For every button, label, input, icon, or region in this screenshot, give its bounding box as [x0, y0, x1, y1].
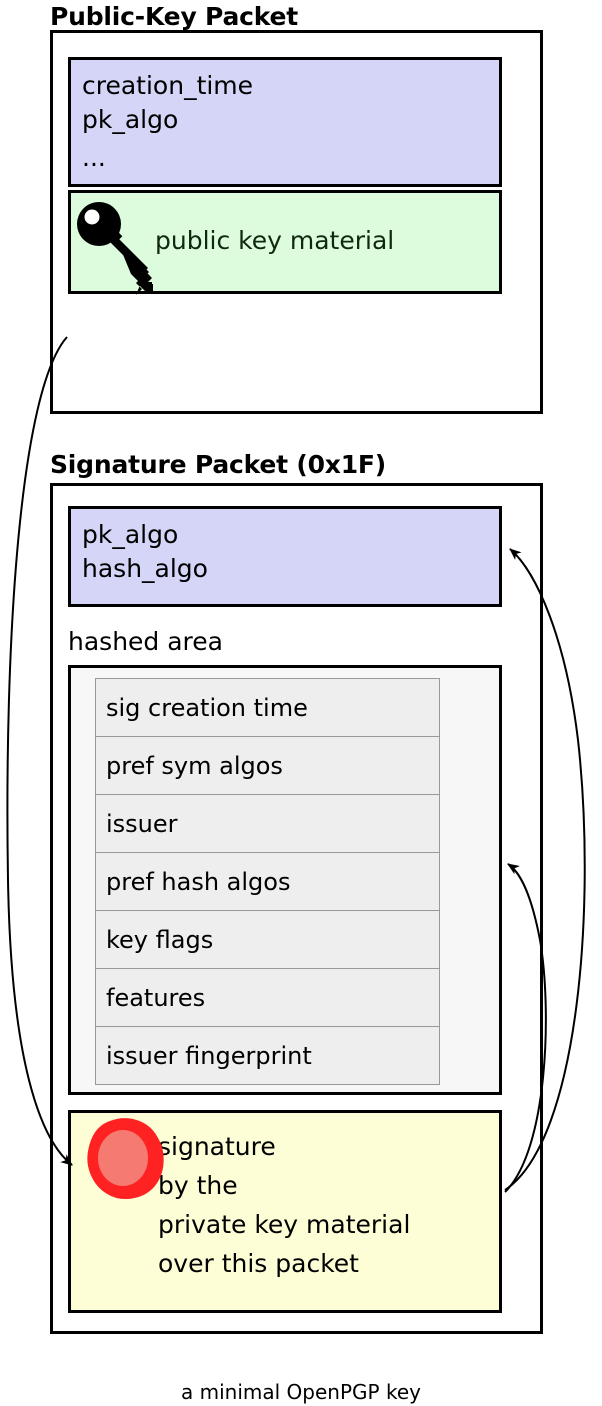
subpacket-label: sig creation time	[106, 693, 308, 722]
subpacket-label: key flags	[106, 925, 214, 954]
subpacket-label: issuer fingerprint	[106, 1041, 312, 1070]
diagram-caption: a minimal OpenPGP key	[181, 1380, 421, 1404]
public-key-packet-title: Public-Key Packet	[50, 2, 299, 31]
subpacket-list: sig creation time pref sym algos issuer …	[95, 678, 440, 1085]
subpacket-label: pref sym algos	[106, 751, 283, 780]
subpacket-row: issuer fingerprint	[96, 1027, 439, 1085]
subpacket-row: issuer	[96, 795, 439, 853]
signature-line-3: over this packet	[158, 1249, 359, 1278]
signature-line-0: signature	[158, 1132, 276, 1161]
subpacket-row: sig creation time	[96, 679, 439, 737]
subpacket-label: pref hash algos	[106, 867, 291, 896]
signature-line-2: private key material	[158, 1210, 411, 1239]
public-key-header-block	[68, 57, 502, 187]
public-key-header-line-0: creation_time	[82, 71, 254, 100]
signature-header-line-0: pk_algo	[82, 520, 179, 549]
subpacket-row: key flags	[96, 911, 439, 969]
subpacket-label: features	[106, 983, 206, 1012]
signature-packet-title: Signature Packet (0x1F)	[50, 450, 387, 479]
signature-header-block	[68, 506, 502, 607]
signature-line-1: by the	[158, 1171, 238, 1200]
subpacket-row: features	[96, 969, 439, 1027]
subpacket-row: pref sym algos	[96, 737, 439, 795]
subpacket-row: pref hash algos	[96, 853, 439, 911]
subpacket-label: issuer	[106, 809, 178, 838]
public-key-header-line-2: ...	[82, 143, 106, 172]
public-key-material-label: public key material	[155, 226, 395, 255]
signature-header-line-1: hash_algo	[82, 554, 208, 583]
hashed-area-label: hashed area	[68, 627, 223, 656]
public-key-header-line-1: pk_algo	[82, 105, 179, 134]
